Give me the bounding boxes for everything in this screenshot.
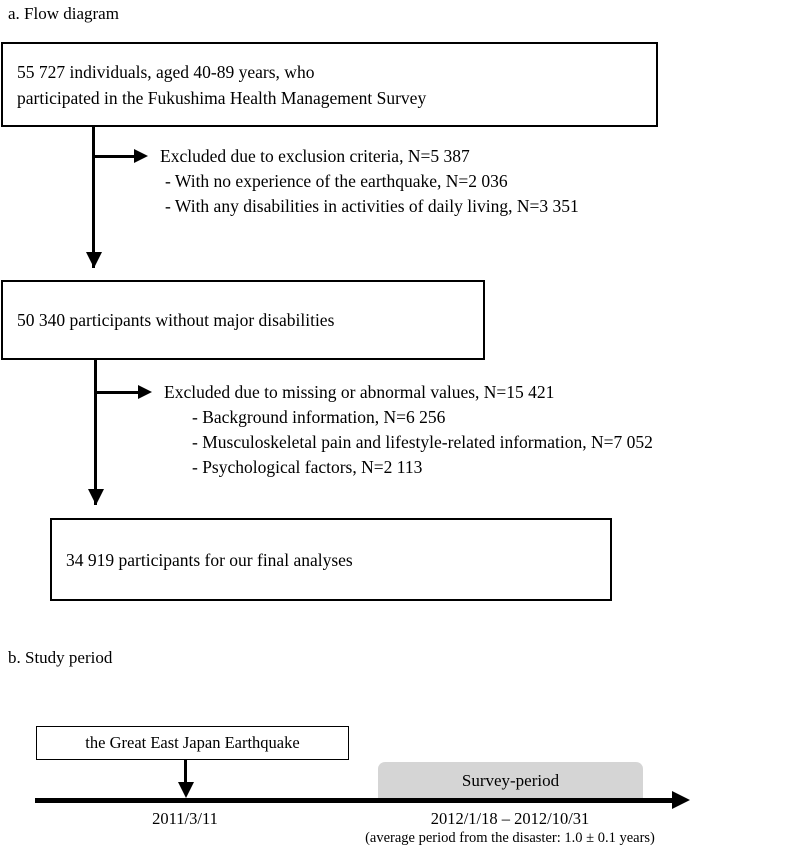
section-b-heading: b. Study period	[8, 648, 113, 667]
exclusion-2-item-0: - Background information, N=6 256	[192, 407, 446, 427]
survey-period-bar-label: Survey-period	[461, 771, 560, 790]
timeline-axis-arrowhead	[672, 791, 690, 809]
exclusion-1-head: Excluded due to exclusion criteria, N=5 …	[160, 146, 470, 166]
flow-box-final-analysis: 34 919 participants for our final analys…	[50, 518, 612, 601]
survey-period-bar: Survey-period	[378, 762, 643, 800]
flow-box-cohort-no-disabilities: 50 340 participants without major disabi…	[1, 280, 485, 360]
flow-box-cohort-initial-line1: 55 727 individuals, aged 40-89 years, wh…	[17, 61, 315, 82]
timeline-axis-line	[35, 798, 674, 803]
connector-arrowhead-right-1	[134, 149, 148, 163]
connector-horizontal-2	[95, 391, 141, 394]
flow-box-cohort-no-disabilities-line1: 50 340 participants without major disabi…	[17, 310, 335, 330]
exclusion-2-item-1: - Musculoskeletal pain and lifestyle-rel…	[192, 432, 653, 452]
flow-box-final-analysis-line1: 34 919 participants for our final analys…	[66, 549, 353, 570]
flow-box-cohort-initial: 55 727 individuals, aged 40-89 years, wh…	[1, 42, 658, 127]
timeline-survey-range: 2012/1/18 – 2012/10/31	[430, 809, 590, 828]
exclusion-block-1: Excluded due to exclusion criteria, N=5 …	[160, 144, 579, 219]
connector-arrowhead-down-2	[88, 489, 104, 505]
flow-box-cohort-initial-line2: participated in the Fukushima Health Man…	[17, 87, 427, 108]
connector-arrowhead-right-2	[138, 385, 152, 399]
exclusion-1-item-0: - With no experience of the earthquake, …	[165, 171, 508, 191]
connector-vertical-2	[94, 360, 97, 505]
timeline-survey-note: (average period from the disaster: 1.0 ±…	[365, 830, 655, 846]
exclusion-2-head: Excluded due to missing or abnormal valu…	[164, 382, 555, 402]
timeline-event-arrow-stem	[184, 760, 187, 784]
timeline-event-arrowhead	[178, 782, 194, 798]
exclusion-1-item-1: - With any disabilities in activities of…	[165, 196, 579, 216]
timeline-event-box: the Great East Japan Earthquake	[36, 726, 349, 760]
timeline-event-date: 2011/3/11	[152, 809, 218, 828]
connector-vertical-1	[92, 127, 95, 268]
connector-arrowhead-down-1	[86, 252, 102, 268]
connector-horizontal-1	[93, 155, 137, 158]
section-a-heading: a. Flow diagram	[8, 4, 119, 23]
exclusion-block-2: Excluded due to missing or abnormal valu…	[164, 380, 653, 480]
timeline-event-box-label: the Great East Japan Earthquake	[85, 733, 300, 752]
exclusion-2-item-2: - Psychological factors, N=2 113	[192, 457, 423, 477]
